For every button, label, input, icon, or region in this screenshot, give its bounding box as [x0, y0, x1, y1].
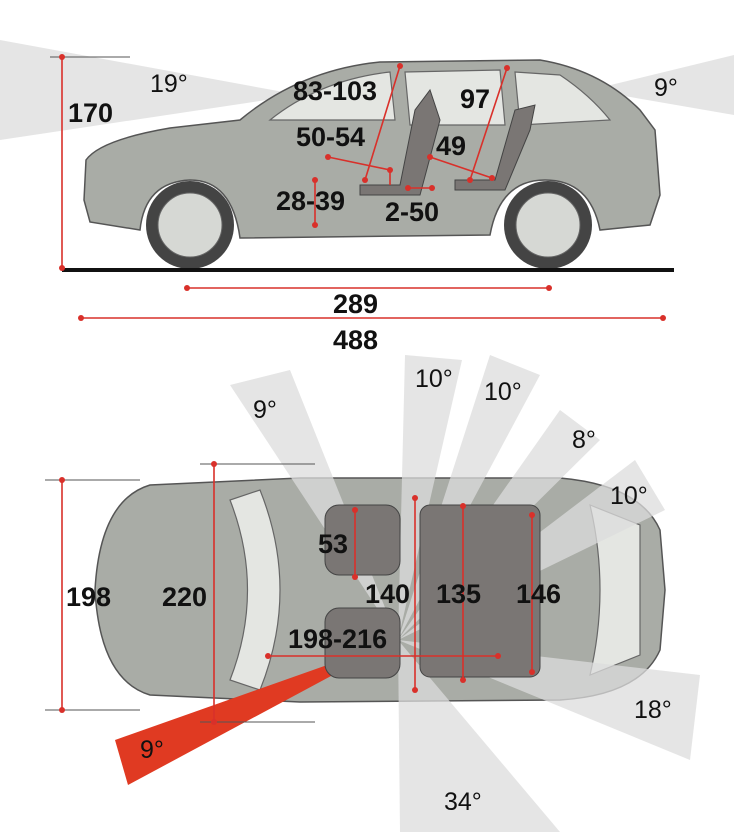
rear-headroom-label: 97	[460, 84, 490, 114]
departure-angle-label: 9°	[654, 74, 678, 102]
front-passenger-seat	[324, 504, 401, 576]
angle-label: 10°	[415, 365, 453, 393]
side-view: 170 19° 83-103 97 9° 50-54 49 28-39 2-50…	[0, 40, 734, 355]
rear-seat-depth-label: 49	[436, 131, 466, 161]
front-shoulder-width-label: 140	[365, 579, 410, 609]
width-with-mirrors-label: 220	[162, 582, 207, 612]
front-seat-depth-label: 50-54	[296, 122, 365, 152]
eye-to-mirror-label: 198-216	[288, 624, 387, 654]
rear-shoulder-width-label: 135	[436, 579, 481, 609]
front-seat	[359, 88, 441, 196]
top-view: 9° 10° 10° 8° 10° 18° 34° 9° 198 220 53 …	[45, 355, 700, 832]
height-label: 170	[68, 98, 113, 128]
blind-spot-angle-label: 9°	[140, 736, 164, 764]
front-visibility-cone	[0, 40, 300, 140]
driver-seat	[324, 607, 401, 679]
rear-bench	[419, 504, 541, 678]
rear-width-label: 146	[516, 579, 561, 609]
seat-width-label: 53	[318, 529, 348, 559]
car-side-body	[83, 59, 661, 239]
angle-label: 8°	[572, 426, 596, 454]
blind-spot-cone	[115, 640, 398, 785]
front-seat-height-label: 28-39	[276, 186, 345, 216]
angle-label: 9°	[253, 396, 277, 424]
approach-angle-label: 19°	[150, 70, 188, 98]
rear-visibility-cone	[590, 55, 734, 115]
wheelbase-label: 289	[333, 289, 378, 319]
angle-label: 34°	[444, 788, 482, 816]
length-label: 488	[333, 325, 378, 355]
angle-label: 18°	[634, 696, 672, 724]
width-label: 198	[66, 582, 111, 612]
angle-label: 10°	[484, 378, 522, 406]
angle-label: 10°	[610, 482, 648, 510]
legroom-gap-label: 2-50	[385, 197, 439, 227]
rear-seat	[454, 104, 536, 191]
front-headroom-label: 83-103	[293, 76, 377, 106]
